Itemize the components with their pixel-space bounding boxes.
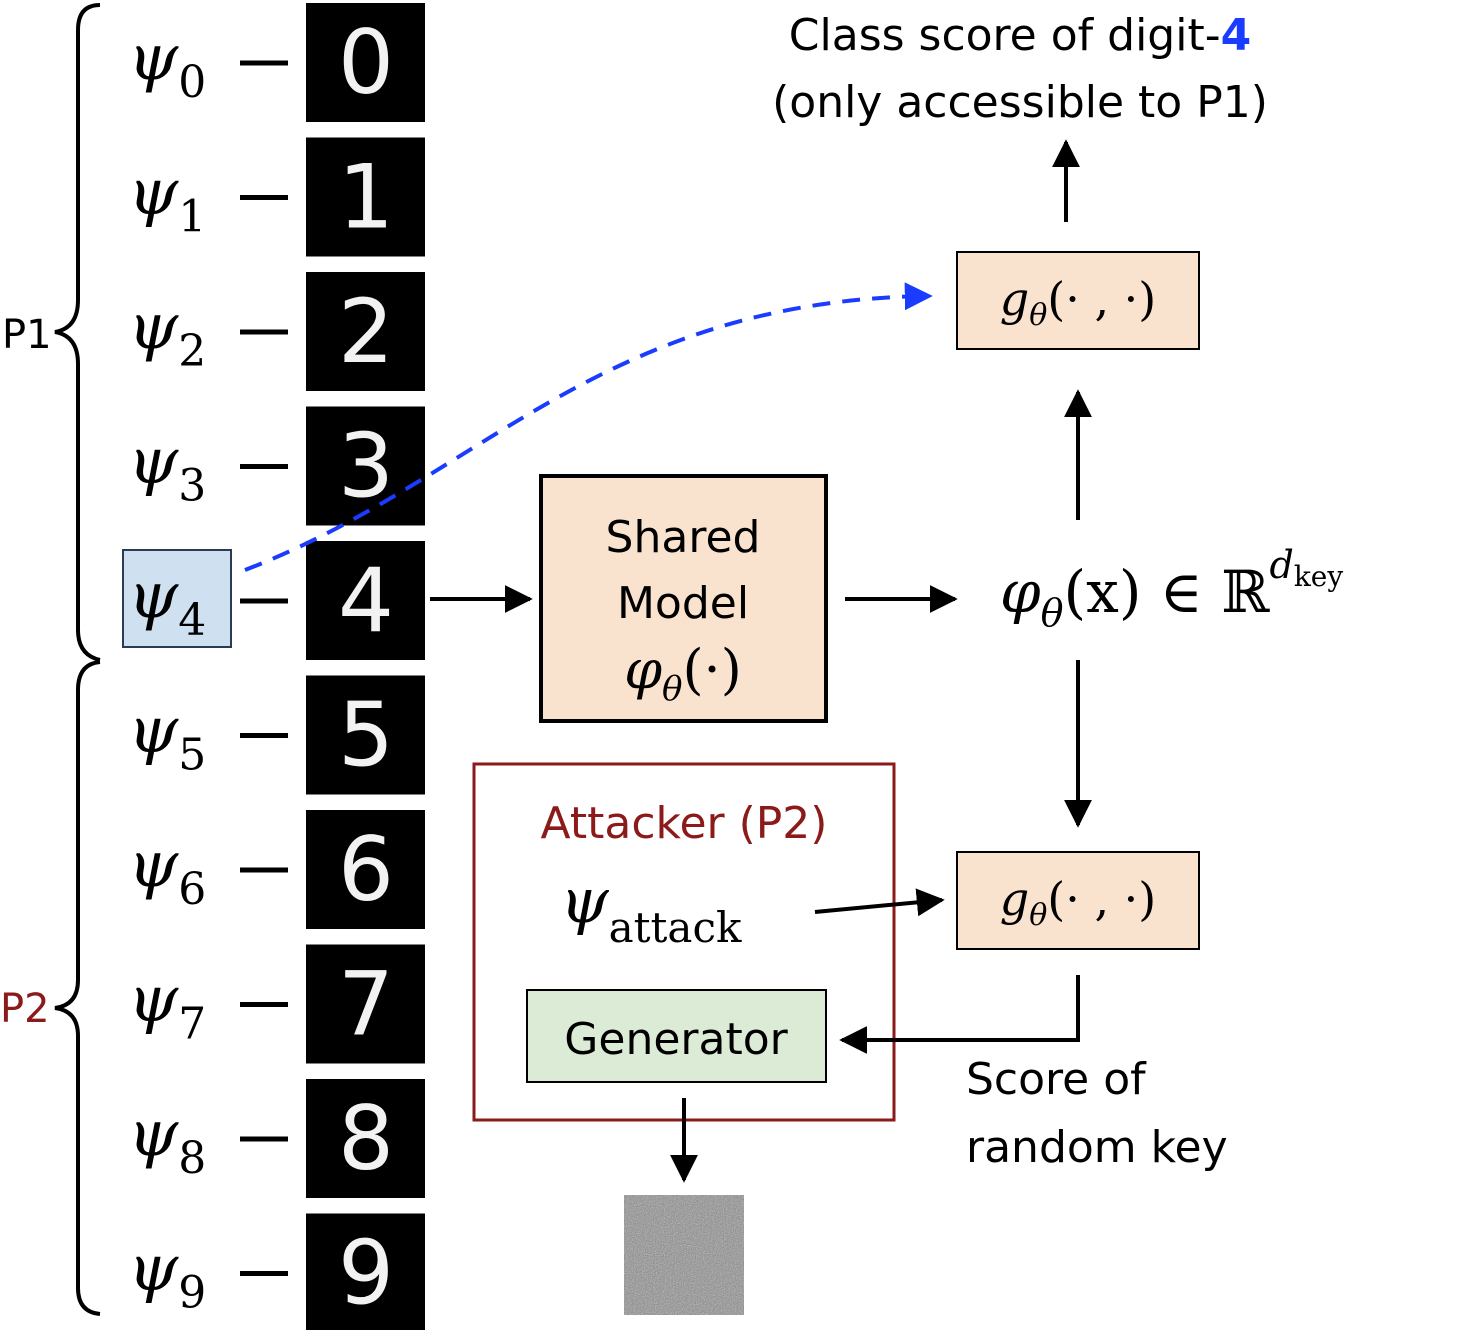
psi-attack-label: ψattack [560, 864, 742, 952]
attacker-title: Attacker (P2) [541, 798, 828, 849]
key-row-7: ψ7 7 [128, 944, 425, 1064]
key-row-9: ψ9 9 [128, 1213, 425, 1330]
class-score-access-note: (only accessible to P1) [772, 77, 1268, 128]
key-symbol-6: ψ6 [128, 828, 206, 915]
g-theta-bottom-label: gθ(· , ·) [1000, 872, 1157, 933]
shared-model-box [539, 474, 828, 723]
digit-glyph-4: 4 [338, 549, 394, 652]
key-symbol-2: ψ2 [128, 290, 206, 377]
key-symbol-1: ψ1 [128, 156, 206, 243]
p2-brace [54, 660, 101, 1316]
key-to-score-dashed-arrow [244, 282, 933, 572]
key-symbol-7: ψ7 [128, 963, 206, 1050]
key-row-1: ψ1 1 [128, 137, 425, 257]
key-row-8: ψ8 8 [128, 1079, 425, 1198]
generator-box [526, 989, 827, 1083]
g-theta-top-label: gθ(· , ·) [1000, 272, 1157, 333]
shared-model-function: φθ(·) [624, 638, 742, 709]
digit-glyph-2: 2 [338, 280, 394, 383]
digit-glyph-9: 9 [338, 1222, 394, 1325]
g-theta-box-top [956, 251, 1200, 350]
class-score-caption: Class score of digit-4 [789, 10, 1251, 61]
key-row-5: ψ5 5 [128, 675, 425, 795]
digit-image-5 [306, 675, 425, 795]
arrow-score-to-generator [839, 975, 1080, 1054]
key-row-4: ψ4 4 [128, 541, 425, 660]
class-score-digit: 4 [1221, 10, 1252, 61]
arrow-attack-to-g-bottom [814, 888, 945, 917]
digit-image-1 [306, 137, 425, 257]
digit-image-7 [306, 944, 425, 1064]
key-symbol-5: ψ5 [128, 694, 206, 781]
digit-glyph-0: 0 [338, 11, 394, 114]
digit-image-6 [306, 810, 425, 929]
key-symbol-3: ψ3 [128, 425, 206, 512]
embedding-expression: φθ(x) ∈ ℝdkey [1000, 543, 1343, 635]
digit-glyph-1: 1 [338, 146, 394, 249]
score-caption-line1: Score of [966, 1054, 1147, 1105]
key-symbol-9: ψ9 [128, 1232, 206, 1319]
shared-model-line2: Model [617, 578, 749, 629]
key-symbol-4: ψ4 [128, 559, 206, 646]
key-symbol-0: ψ0 [128, 21, 206, 108]
generator-label: Generator [564, 1014, 788, 1065]
digit-image-2 [306, 272, 425, 391]
digit-glyph-7: 7 [338, 953, 394, 1056]
p1-brace [54, 3, 101, 662]
digit-glyph-5: 5 [338, 684, 394, 787]
key-symbol-8: ψ8 [128, 1097, 206, 1184]
psi4-highlight [122, 549, 232, 648]
shared-model-line1: Shared [606, 512, 761, 563]
class-score-prefix: Class score of digit- [789, 10, 1221, 61]
p2-label: P2 [0, 986, 50, 1032]
key-row-6: ψ6 6 [128, 810, 425, 929]
digit-image-0 [306, 3, 425, 122]
key-row-0: ψ0 0 [128, 3, 425, 122]
p1-label: P1 [2, 312, 52, 358]
digit-image-3 [306, 406, 425, 526]
digit-glyph-8: 8 [338, 1087, 394, 1190]
digit-glyph-6: 6 [338, 818, 394, 921]
digit-image-4 [306, 541, 425, 660]
score-caption-line2: random key [966, 1122, 1228, 1173]
digit-image-8 [306, 1079, 425, 1198]
key-row-2: ψ2 2 [128, 272, 425, 391]
digit-image-9 [306, 1213, 425, 1330]
generated-noise-image [624, 1195, 744, 1315]
g-theta-box-bottom [956, 851, 1200, 950]
